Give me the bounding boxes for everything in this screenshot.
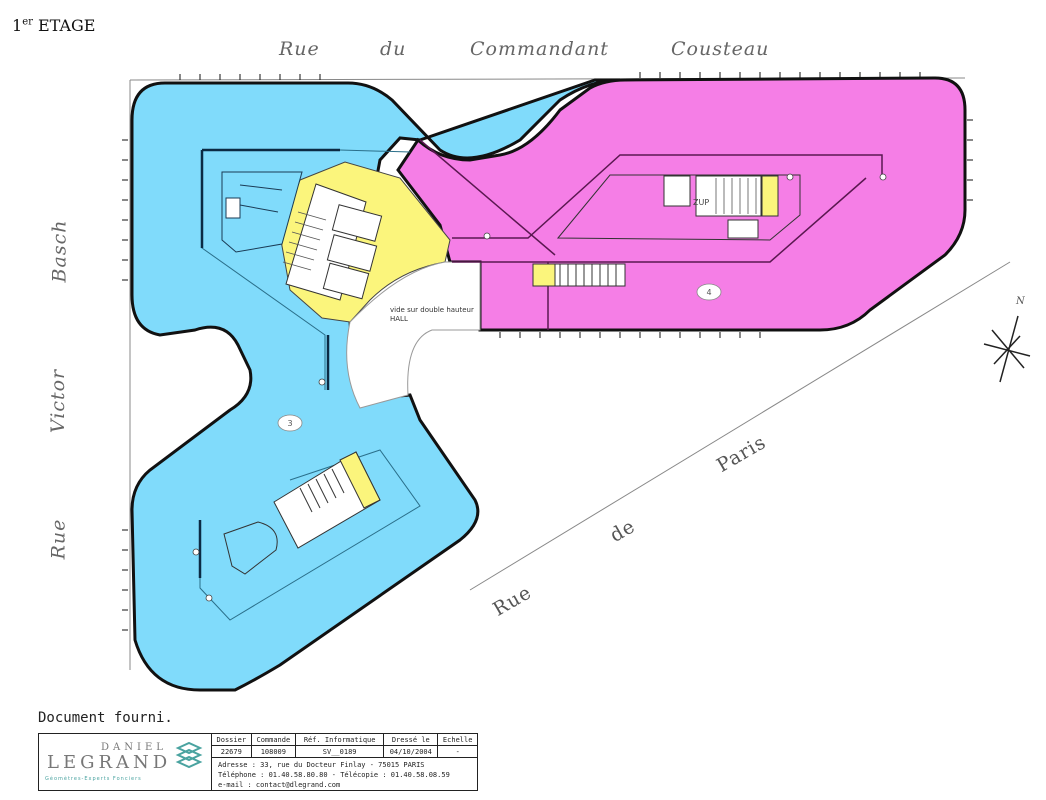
header-dresse-le: Dressé le	[383, 734, 439, 746]
header-ref-informatique: Réf. Informatique	[295, 734, 385, 746]
zone-3-lower-sanitary	[223, 521, 278, 575]
value-ref-informatique: SV__0189	[295, 745, 385, 758]
title-block: DANIEL LEGRAND Géomètres-Experts Foncier…	[38, 733, 478, 791]
hall-void	[346, 261, 481, 409]
street-top-word-1: Rue	[279, 38, 320, 60]
value-dossier: 22679	[212, 745, 252, 758]
phone-line: Téléphone : 01.40.58.80.80 - Télécopie :…	[218, 771, 450, 779]
north-label: N	[1016, 296, 1025, 307]
header-echelle: Echelle	[437, 734, 477, 746]
company-logo: DANIEL LEGRAND Géomètres-Experts Foncier…	[39, 734, 212, 790]
document-note: Document fourni.	[38, 710, 173, 726]
floor-ordinal: er	[22, 16, 33, 28]
header-commande: Commande	[250, 734, 297, 746]
email-line: e-mail : contact@dlegrand.com	[218, 781, 341, 789]
logo-mark-icon	[175, 741, 203, 769]
logo-line-2: LEGRAND	[47, 752, 172, 773]
street-top-word-3: Commandant	[470, 38, 609, 60]
svg-text:4: 4	[706, 288, 711, 297]
logo-line-1: DANIEL	[101, 742, 167, 753]
zone-4-badge: 4	[696, 283, 722, 301]
reference-value-row: 22679 108009 SV__0189 04/10/2004 -	[212, 745, 477, 758]
reference-header-row: Dossier Commande Réf. Informatique Dress…	[212, 734, 477, 746]
hall-label: vide sur double hauteur HALL	[390, 306, 474, 324]
zone-3-badge: 3	[277, 414, 303, 432]
header-dossier: Dossier	[212, 734, 252, 746]
zone-4-lower-stair	[532, 263, 626, 287]
value-dresse-le: 04/10/2004	[383, 745, 439, 758]
contact-details: Adresse : 33, rue du Docteur Finlay - 75…	[212, 758, 477, 792]
zone-4-corridor-lines	[419, 139, 883, 330]
title-block-info: Dossier Commande Réf. Informatique Dress…	[212, 734, 477, 790]
column-markers	[192, 173, 887, 602]
logo-tagline: Géomètres-Experts Fonciers	[45, 776, 142, 782]
floor-title: 1er ETAGE	[12, 16, 95, 35]
zone-4-core-block	[556, 174, 801, 241]
reference-table: Dossier Commande Réf. Informatique Dress…	[212, 734, 477, 758]
floor-number: 1	[12, 16, 23, 35]
core-stair-lift-block	[285, 183, 383, 301]
street-top-word-2: du	[380, 38, 407, 60]
facade-ticks	[122, 72, 973, 631]
hall-label-line2: HALL	[390, 315, 408, 323]
zone-3-lower-stair	[273, 451, 381, 549]
core-stair-treads	[282, 211, 327, 271]
zone-3-wall-lines	[198, 148, 340, 578]
hall-label-line1: vide sur double hauteur	[390, 306, 474, 314]
zone-3-sanitary-block	[221, 171, 303, 253]
north-compass-icon	[983, 315, 1031, 383]
floor-label: ETAGE	[37, 16, 96, 35]
value-commande: 108009	[250, 745, 297, 758]
svg-text:3: 3	[287, 419, 292, 428]
zone-4-core-stair-treads	[715, 178, 757, 214]
zup-label: ZUP	[693, 198, 710, 207]
value-echelle: -	[437, 745, 477, 758]
street-top-word-4: Cousteau	[671, 38, 770, 60]
address-line: Adresse : 33, rue du Docteur Finlay - 75…	[218, 761, 425, 769]
